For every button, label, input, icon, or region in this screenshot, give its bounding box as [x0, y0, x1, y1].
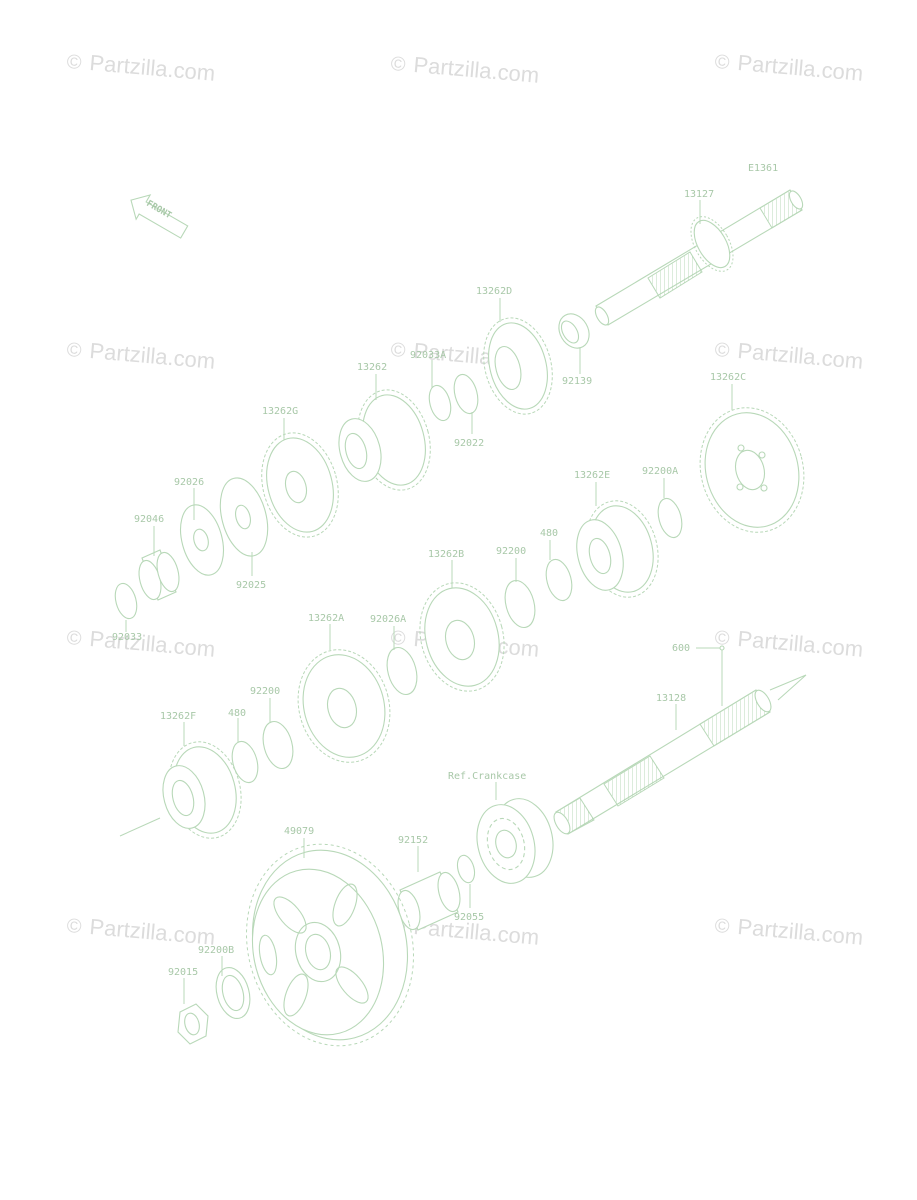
label-13262F: 13262F	[160, 711, 196, 722]
gear-13262E	[576, 500, 659, 598]
gear-13262F	[162, 741, 242, 839]
circlip-92033A	[428, 384, 452, 422]
ball-bearing	[476, 798, 554, 884]
label-92200-upper: 92200	[496, 546, 526, 557]
label-92139: 92139	[562, 376, 592, 387]
label-92026A: 92026A	[370, 614, 406, 625]
bushing-92139	[558, 313, 590, 349]
washer-92025	[219, 477, 269, 557]
label-92033A: 92033A	[410, 350, 446, 361]
washer-92026A	[386, 646, 418, 696]
label-92200B: 92200B	[198, 945, 234, 956]
label-13127: 13127	[684, 189, 714, 200]
label-92025: 92025	[236, 580, 266, 591]
gear-13262G	[261, 432, 339, 538]
label-92022: 92022	[454, 438, 484, 449]
label-49079: 49079	[284, 826, 314, 837]
circlip-480-lower	[231, 740, 259, 784]
collar-92152	[397, 871, 461, 931]
label-13262: 13262	[357, 362, 387, 373]
gear-13262A	[297, 649, 391, 763]
label-13262G: 13262G	[262, 406, 298, 417]
label-ref-crankcase: Ref.Crankcase	[448, 771, 526, 782]
gear-13262D	[483, 317, 553, 415]
washer-92200B	[215, 966, 251, 1020]
label-13262C: 13262C	[710, 372, 746, 383]
label-92152: 92152	[398, 835, 428, 846]
label-13262A: 13262A	[308, 613, 344, 624]
washer-92200-upper	[504, 579, 536, 629]
washer-92022	[453, 373, 479, 415]
washer-92200-lower	[262, 720, 294, 770]
gear-13262	[338, 389, 431, 491]
nut-92015	[177, 1003, 209, 1045]
label-92033: 92033	[112, 632, 142, 643]
output-shaft-13128	[553, 689, 772, 835]
label-92055: 92055	[454, 912, 484, 923]
label-92015: 92015	[168, 967, 198, 978]
label-92026: 92026	[174, 477, 204, 488]
washer-92200A	[657, 497, 683, 539]
gear-13262B	[419, 582, 505, 692]
gear-13262C	[699, 407, 805, 533]
label-92200-lower: 92200	[250, 686, 280, 697]
label-13262D: 13262D	[476, 286, 512, 297]
label-13128: 13128	[656, 693, 686, 704]
front-arrow-icon	[130, 194, 189, 239]
circlip-92033	[114, 582, 138, 620]
label-13262E: 13262E	[574, 470, 610, 481]
label-92200A: 92200A	[642, 466, 678, 477]
o-ring-92055	[456, 854, 476, 884]
input-shaft-13127	[594, 189, 804, 326]
label-600: 600	[672, 643, 690, 654]
pin-600	[719, 645, 725, 651]
label-13262B: 13262B	[428, 549, 464, 560]
label-480-upper: 480	[540, 528, 558, 539]
circlip-480-upper	[545, 558, 573, 602]
sprocket-49079	[246, 843, 414, 1047]
axis-line-lower-right	[769, 674, 807, 701]
washer-92026	[180, 504, 224, 576]
figure-code: E1361	[748, 163, 778, 174]
label-92046: 92046	[134, 514, 164, 525]
leader-lines	[125, 200, 733, 1004]
label-480-lower: 480	[228, 708, 246, 719]
axis-line-lower-left	[119, 817, 161, 837]
needle-bearing-92046	[138, 549, 180, 601]
